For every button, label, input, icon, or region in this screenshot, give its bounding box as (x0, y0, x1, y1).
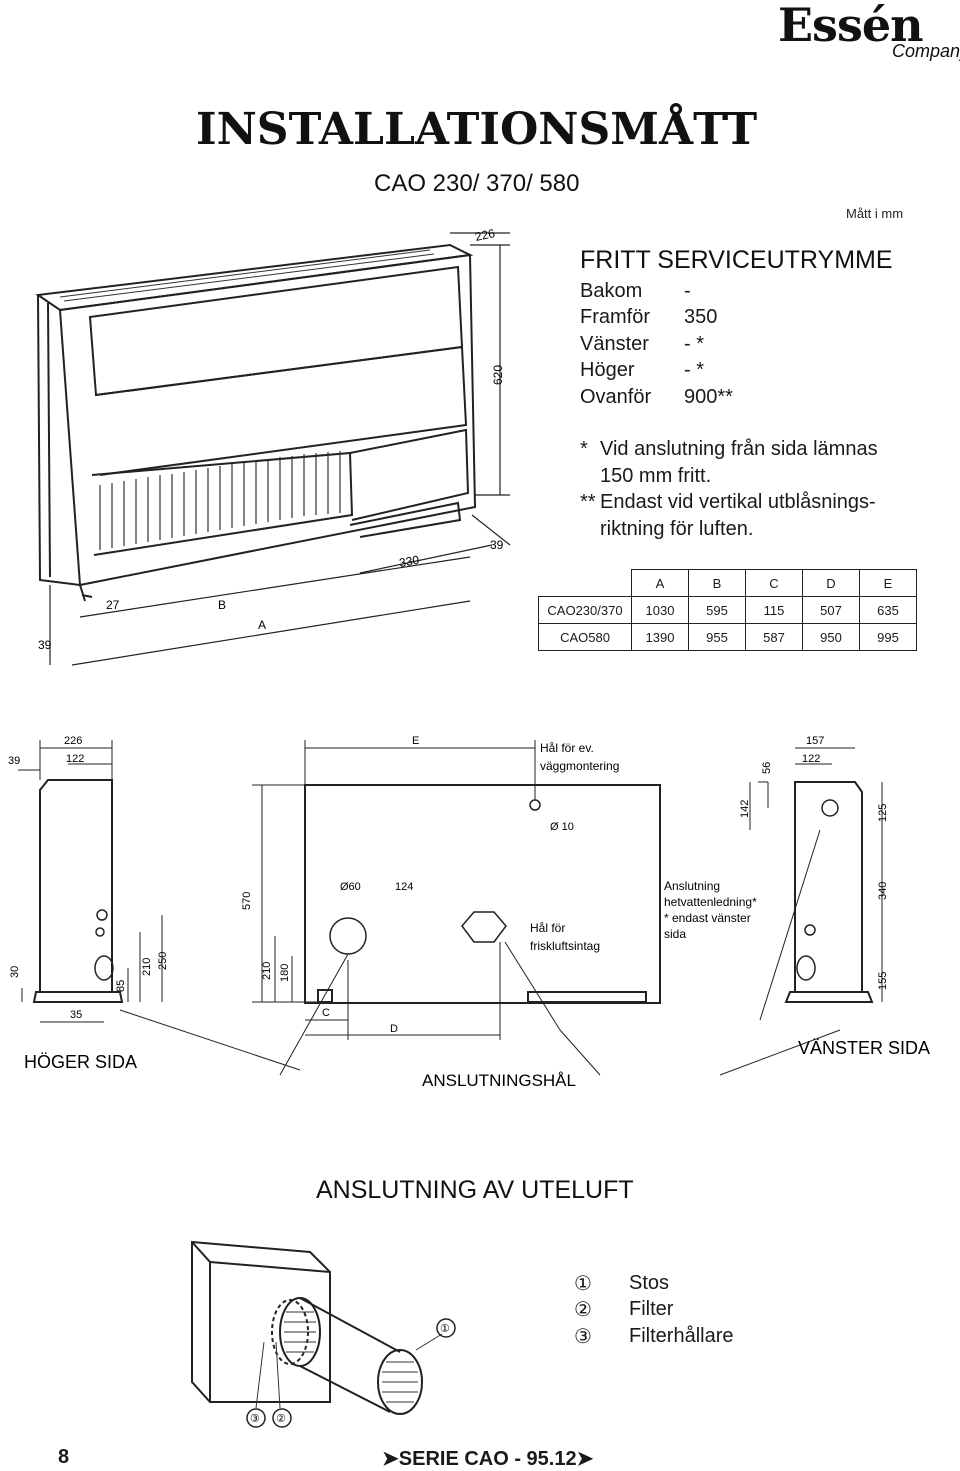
dim-125: 125 (877, 804, 889, 822)
right-side-label: HÖGER SIDA (24, 1052, 137, 1072)
dim-A: A (258, 618, 266, 632)
value-cell: 635 (859, 596, 917, 624)
dim-B: B (218, 598, 226, 612)
note-single-star: * Vid anslutning från sida lämnas (580, 438, 878, 460)
column-header: C (745, 569, 803, 597)
note-indent (580, 516, 600, 543)
callout-filter-holder: ③ (250, 1413, 260, 1425)
service-row: Vänster- * (580, 332, 704, 355)
brand-logo: Essén (778, 0, 924, 52)
value-cell: 955 (688, 623, 746, 651)
dim-30: 30 (9, 966, 21, 978)
legend-item: ③ Filterhållare (574, 1324, 734, 1348)
value-cell: 1390 (631, 623, 689, 651)
note-double-star: ** Endast vid vertikal utblåsnings- (580, 491, 876, 513)
dim-142: 142 (739, 800, 751, 818)
callout-filter: ② (276, 1413, 286, 1425)
dim-340: 340 (877, 882, 889, 900)
dim-85: 85 (115, 980, 127, 992)
dim-570: 570 (241, 892, 253, 910)
model-cell: CAO230/370 (538, 596, 632, 624)
value-cell: 507 (802, 596, 860, 624)
wall-hole-label-2: väggmontering (540, 759, 619, 773)
wall-hole-label: Hål för ev. (540, 741, 594, 755)
dim-35: 35 (70, 1009, 82, 1021)
series-footer: ➤SERIE CAO - 95.12➤ (382, 1448, 594, 1470)
dim-226-right: 226 (64, 735, 82, 747)
table-row: CAO580 1390 955 587 950 995 (538, 623, 917, 651)
page-number: 8 (58, 1446, 70, 1468)
column-header: E (859, 569, 917, 597)
value-cell: 587 (745, 623, 803, 651)
column-header: B (688, 569, 746, 597)
dim-27: 27 (106, 598, 120, 612)
brand-logo-sub: Company (892, 41, 960, 61)
dim-155: 155 (877, 972, 889, 990)
dimension-header-row: A B C D E (538, 569, 917, 597)
orthographic-views-drawing: HÖGER SIDA VÄNSTER SIDA ANSLUTNINGSHÅL H… (8, 735, 930, 1090)
dim-122-right: 122 (66, 753, 84, 765)
value-cell: 115 (745, 596, 803, 624)
units-note: Mått i mm (846, 206, 904, 221)
air-intake-label-2: friskluftsintag (530, 939, 600, 953)
dim-210-front: 210 (261, 962, 273, 980)
note-indent (580, 463, 600, 490)
column-header: D (802, 569, 860, 597)
page-title: INSTALLATIONSMÅTT (196, 104, 758, 155)
dim-39-left: 39 (38, 638, 52, 652)
connection-holes-label: ANSLUTNINGSHÅL (422, 1071, 576, 1090)
outside-air-drawing: ③ ② ① (191, 1240, 456, 1428)
dim-330: 330 (398, 553, 420, 570)
dim-39-right: 39 (490, 538, 504, 552)
hot-water-label-4: sida (664, 927, 686, 941)
table-corner (538, 569, 632, 597)
hot-water-label-3: * endast vänster (664, 911, 751, 925)
dia10-label: Ø 10 (550, 821, 574, 833)
dim-180: 180 (279, 964, 291, 982)
callout-duct: ① (440, 1323, 450, 1335)
hot-water-label-2: hetvattenledning* (664, 895, 757, 909)
dimension-table: A B C D E CAO230/370 1030 595 115 507 63… (538, 569, 917, 651)
page-subtitle: CAO 230/ 370/ 580 (374, 170, 580, 197)
dim-E: E (412, 735, 419, 747)
service-row: Bakom- (580, 279, 691, 302)
dim-D: D (390, 1023, 398, 1035)
dim-210-right: 210 (141, 958, 153, 976)
note-single-star-cont: 150 mm fritt. (580, 463, 940, 490)
hot-water-label: Anslutning (664, 879, 720, 893)
dim-124: 124 (395, 881, 413, 893)
legend-item: ② Filter (574, 1298, 674, 1322)
dim-226: 226 (474, 226, 497, 244)
service-space-heading: FRITT SERVICEUTRYMME (580, 246, 893, 274)
table-row: CAO230/370 1030 595 115 507 635 (538, 596, 917, 624)
outside-air-heading: ANSLUTNING AV UTELUFT (316, 1176, 634, 1204)
model-cell: CAO580 (538, 623, 632, 651)
value-cell: 595 (688, 596, 746, 624)
service-notes: * Vid anslutning från sida lämnas 150 mm… (580, 436, 940, 542)
dim-122-left: 122 (802, 753, 820, 765)
isometric-heater-drawing: 226 620 39 330 27 B A 39 (35, 226, 511, 666)
dim-157: 157 (806, 735, 824, 747)
value-cell: 1030 (631, 596, 689, 624)
dim-56: 56 (761, 762, 773, 774)
dim-39-side: 39 (8, 755, 20, 767)
service-row: Höger- * (580, 359, 704, 382)
dim-250: 250 (157, 952, 169, 970)
left-side-label: VÄNSTER SIDA (798, 1038, 930, 1058)
dim-620: 620 (491, 365, 505, 385)
dim-C: C (322, 1007, 330, 1019)
legend-item: ① Stos (574, 1271, 670, 1295)
value-cell: 995 (859, 623, 917, 651)
outside-air-legend: ① Stos ② Filter ③ Filterhållare (574, 1270, 733, 1350)
column-header: A (631, 569, 689, 597)
dia60-label: Ø60 (340, 881, 361, 893)
note-double-star-cont: riktning för luften. (580, 516, 940, 543)
air-intake-label: Hål för (530, 921, 565, 935)
value-cell: 950 (802, 623, 860, 651)
